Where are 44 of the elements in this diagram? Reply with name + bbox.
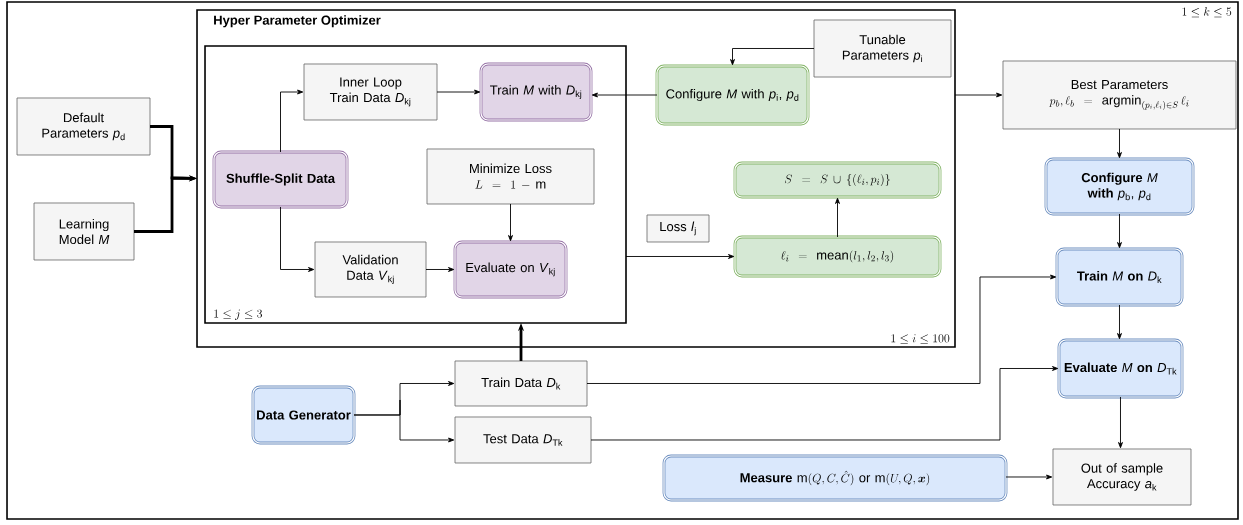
data-box: Default Parameters p$_{d}$ bbox=[16, 97, 151, 156]
data-box: Out of sample Accuracy a$_{k}$ bbox=[1052, 448, 1192, 506]
process-box: Train M with D$_{kj}$ bbox=[479, 62, 593, 122]
arrow bbox=[353, 399, 455, 443]
arrow bbox=[1117, 304, 1122, 340]
data-box: Best Parameters $p_b, \ell_b = \mathrm{argmin}_{(p_i, \ell_i) \in S}\, \ell_i$ bbox=[1002, 60, 1237, 130]
process-box: $\text{\textbf{Measure} }\mathrm{m}(Q, C, \hat{C}) \text{ or } \mathrm{m}(U, Q, \boldsymbol{x})$ bbox=[662, 454, 1008, 502]
data-box: Tunable Parameters p$_{i}$ bbox=[813, 19, 952, 78]
process-box: Evaluate on V$_{kj}$ bbox=[453, 240, 568, 299]
process-box: $S = S \cup \{(\ell_i, p_i)\}$ bbox=[733, 161, 942, 199]
data-box: Test Data D$_{Tk}$ bbox=[454, 416, 592, 464]
data-box: Train Data D$_{k}$ bbox=[454, 360, 588, 407]
arrow bbox=[1117, 213, 1122, 249]
arrow bbox=[835, 197, 840, 238]
arrow bbox=[436, 89, 481, 95]
process-box: Configure M with p$_{b}$, p$_{d}$ bbox=[1044, 157, 1195, 216]
range-label: $1 \le k \le 5$ bbox=[1182, 7, 1232, 18]
data-box: Loss l$_{j}$ bbox=[646, 214, 710, 243]
arrow bbox=[730, 48, 815, 66]
arrow bbox=[591, 92, 658, 98]
arrow bbox=[280, 206, 315, 272]
process-box: Shuffle-Split Data bbox=[212, 150, 349, 209]
arrow bbox=[954, 92, 1003, 98]
data-box: Validation Data V$_{kj}$ bbox=[314, 241, 427, 298]
arrow bbox=[508, 203, 513, 242]
process-box: $\ell_i = \mathrm{mean}(l_1, l_2, l_3)$ bbox=[733, 235, 942, 278]
process-box: Configure M with p$_{i}$, p$_{d}$ bbox=[655, 64, 810, 126]
arrow bbox=[590, 366, 1059, 441]
arrow bbox=[280, 89, 304, 153]
data-box: Learning Model M bbox=[33, 202, 135, 261]
box-title: Hyper Parameter Optimizer bbox=[214, 15, 381, 28]
data-box: Minimize Loss $L = 1 - \mathrm{m}$ bbox=[426, 148, 595, 205]
arrow bbox=[1117, 128, 1122, 159]
arrow bbox=[1118, 396, 1123, 449]
process-box: Evaluate M on D$_{Tk}$ bbox=[1057, 338, 1184, 399]
process-box: Train M on D$_{k}$ bbox=[1055, 247, 1184, 307]
range-label: $1 \le i \le 100$ bbox=[891, 334, 950, 344]
arrow bbox=[625, 254, 735, 259]
process-box: Data Generator bbox=[251, 385, 356, 445]
arrow bbox=[586, 274, 1057, 384]
arrow bbox=[425, 267, 455, 272]
arrow bbox=[1005, 474, 1053, 480]
data-box: Inner Loop Train Data D$_{kj}$ bbox=[303, 63, 438, 121]
range-label: $1 \le j \le 3$ bbox=[214, 309, 262, 320]
